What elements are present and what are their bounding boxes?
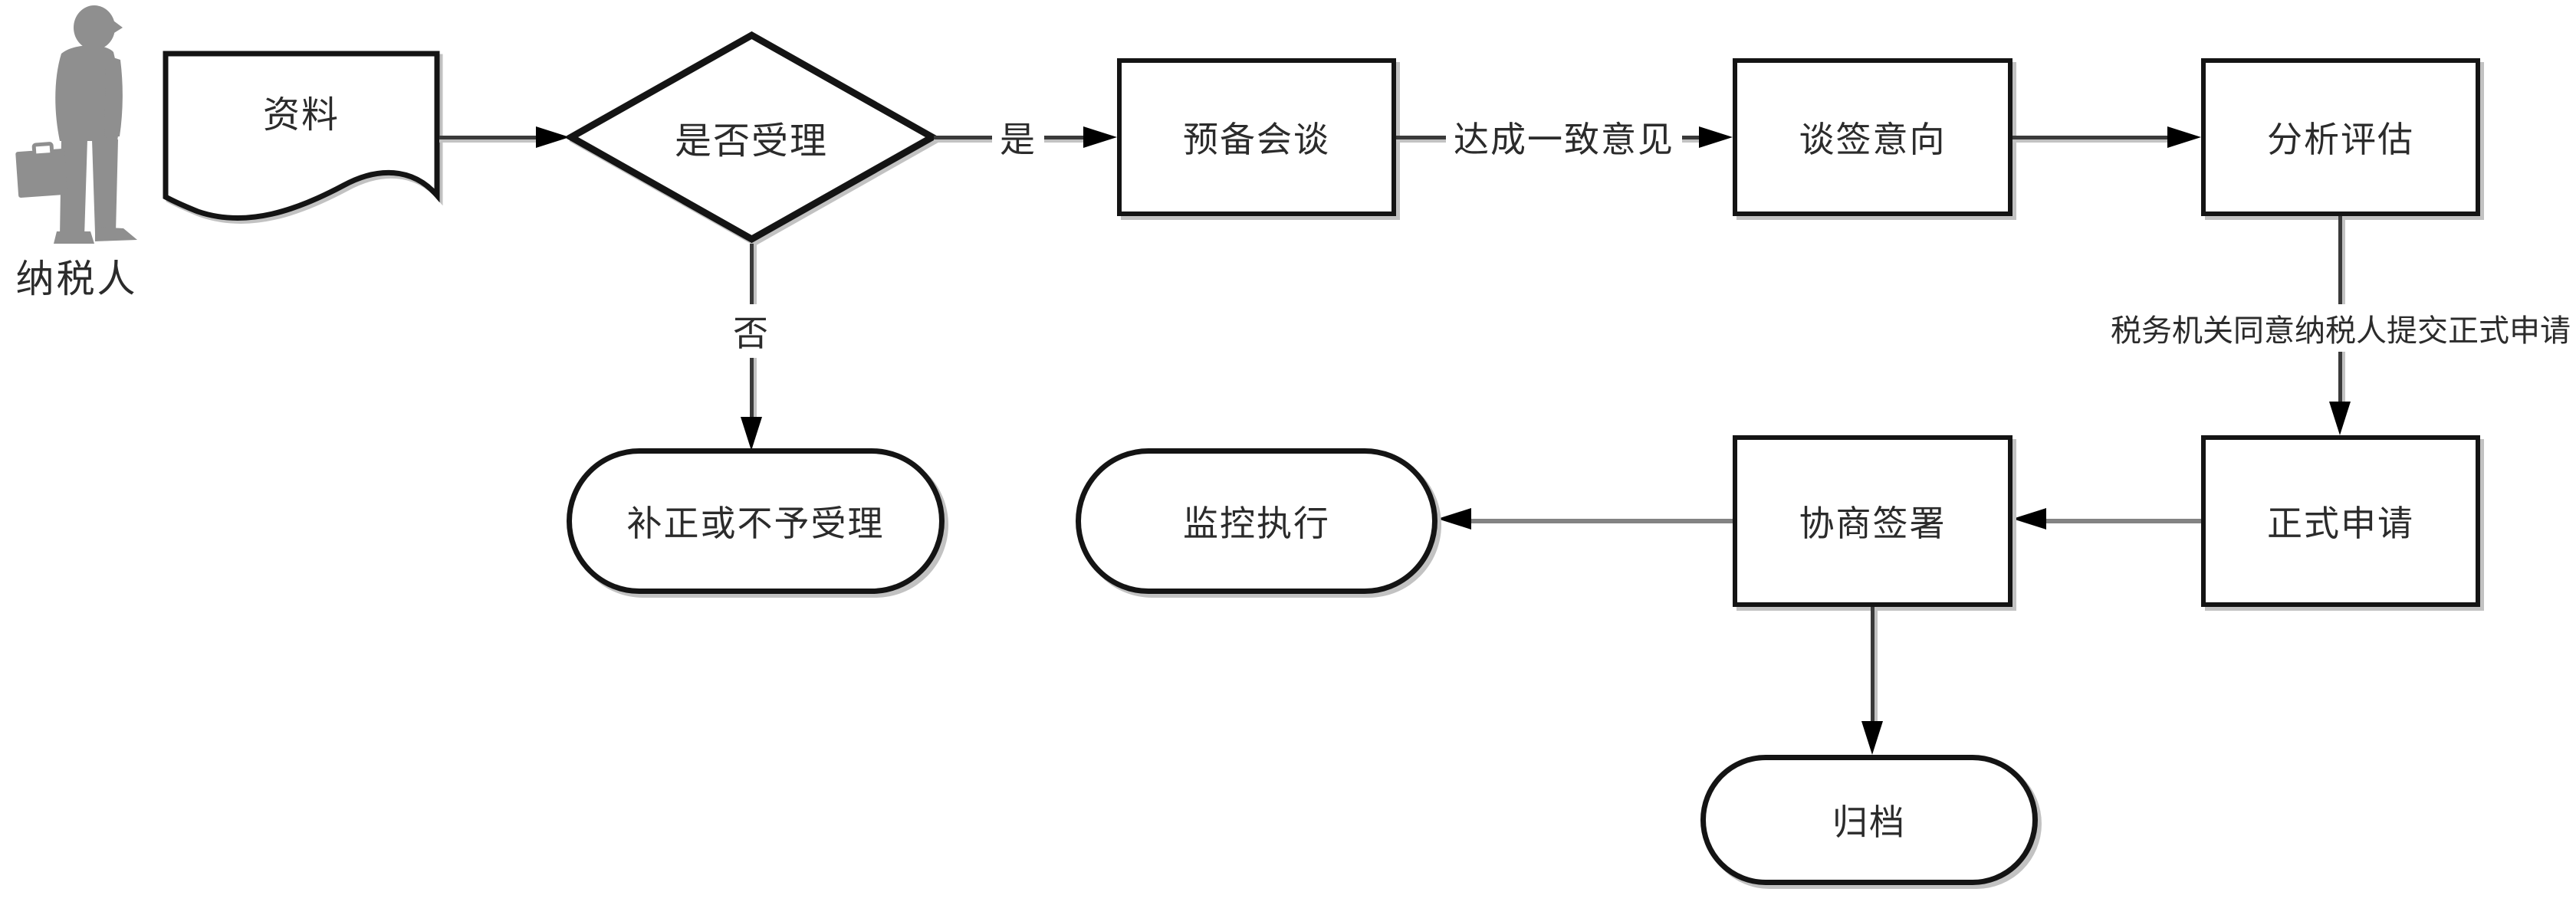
arrowhead-into-decision-icon — [536, 126, 570, 148]
formal-application-label: 正式申请 — [2267, 504, 2414, 543]
arrowhead-into-negotiate-icon — [2013, 508, 2046, 530]
node-prep-meeting: 预备会谈 — [1117, 58, 1396, 216]
signing-intent-label: 谈签意向 — [1799, 120, 1947, 159]
edge-label-yes: 是 — [992, 110, 1044, 164]
materials-label: 资料 — [262, 95, 340, 136]
correct-or-reject-label: 补正或不予受理 — [626, 504, 885, 543]
node-formal-application: 正式申请 — [2201, 435, 2480, 607]
node-correct-or-reject: 补正或不予受理 — [567, 448, 945, 594]
connector-negotiate-monitor — [1471, 519, 1733, 523]
prep-meeting-label: 预备会谈 — [1183, 120, 1330, 159]
arrowhead-into-formal-icon — [2329, 402, 2351, 435]
edge-label-approval: 税务机关同意纳税人提交正式申请 — [2103, 304, 2576, 352]
connector-formal-negotiate — [2046, 519, 2201, 523]
arrowhead-into-correct-icon — [741, 417, 762, 451]
node-analysis-evaluate: 分析评估 — [2201, 58, 2480, 216]
decision-diamond-shape — [567, 31, 937, 244]
archive-label: 归档 — [1832, 803, 1906, 842]
edge-label-no: 否 — [725, 304, 777, 358]
node-signing-intent: 谈签意向 — [1733, 58, 2013, 216]
analysis-evaluate-label: 分析评估 — [2267, 120, 2414, 159]
arrowhead-into-intent-icon — [1699, 126, 1733, 148]
monitor-execution-label: 监控执行 — [1183, 504, 1330, 543]
arrowhead-into-monitor-icon — [1438, 508, 1471, 530]
connector-intent-evaluate — [2013, 136, 2167, 139]
edge-label-agreement: 达成一致意见 — [1446, 110, 1682, 164]
node-monitor-execution: 监控执行 — [1076, 448, 1438, 594]
connector-negotiate-archive — [1871, 607, 1875, 721]
node-negotiate-sign: 协商签署 — [1733, 435, 2013, 607]
negotiate-sign-label: 协商签署 — [1799, 504, 1947, 543]
node-archive: 归档 — [1700, 755, 2038, 885]
connector-materials-decision — [439, 136, 536, 139]
arrowhead-into-prep-icon — [1083, 126, 1117, 148]
taxpayer-label: 纳税人 — [15, 257, 138, 300]
taxpayer-icon — [15, 5, 137, 244]
arrowhead-into-evaluate-icon — [2167, 126, 2201, 148]
materials-document-shape — [163, 51, 440, 221]
arrowhead-into-archive-icon — [1861, 721, 1883, 755]
decision-label: 是否受理 — [674, 121, 829, 162]
